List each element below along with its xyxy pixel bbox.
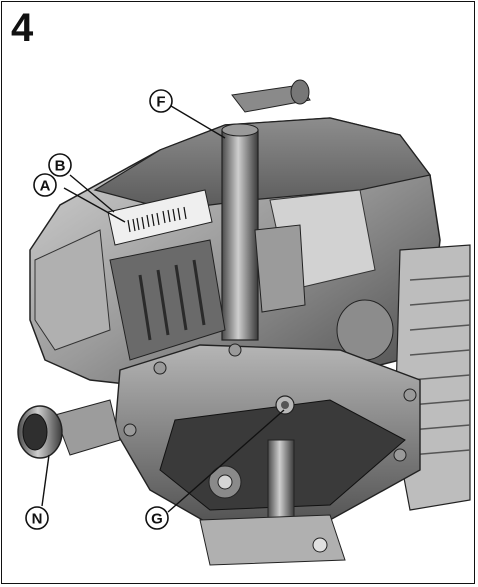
- callout-b-label: B: [55, 158, 66, 175]
- callout-n: N: [25, 506, 49, 530]
- callout-b: B: [48, 153, 72, 177]
- callout-n-label: N: [32, 511, 43, 528]
- callout-a: A: [33, 173, 57, 197]
- callout-f-label: F: [156, 94, 165, 111]
- callout-a-label: A: [40, 178, 51, 195]
- figure-number: 4: [11, 6, 34, 50]
- engine-label-plate: [107, 189, 213, 246]
- leader-line-f: [170, 105, 226, 139]
- leader-line-a: [63, 187, 126, 223]
- leader-lines: [41, 105, 285, 513]
- vertical-pipe: [221, 79, 311, 341]
- center-housing: [109, 224, 306, 361]
- engine-base: [114, 343, 421, 566]
- callout-f: F: [149, 89, 173, 113]
- leader-line-g: [167, 409, 285, 513]
- callout-g-label: G: [151, 511, 163, 528]
- callout-g: G: [145, 506, 169, 530]
- drain-hose: [17, 399, 121, 459]
- leader-line-n: [41, 454, 50, 507]
- leader-line-b: [69, 174, 115, 213]
